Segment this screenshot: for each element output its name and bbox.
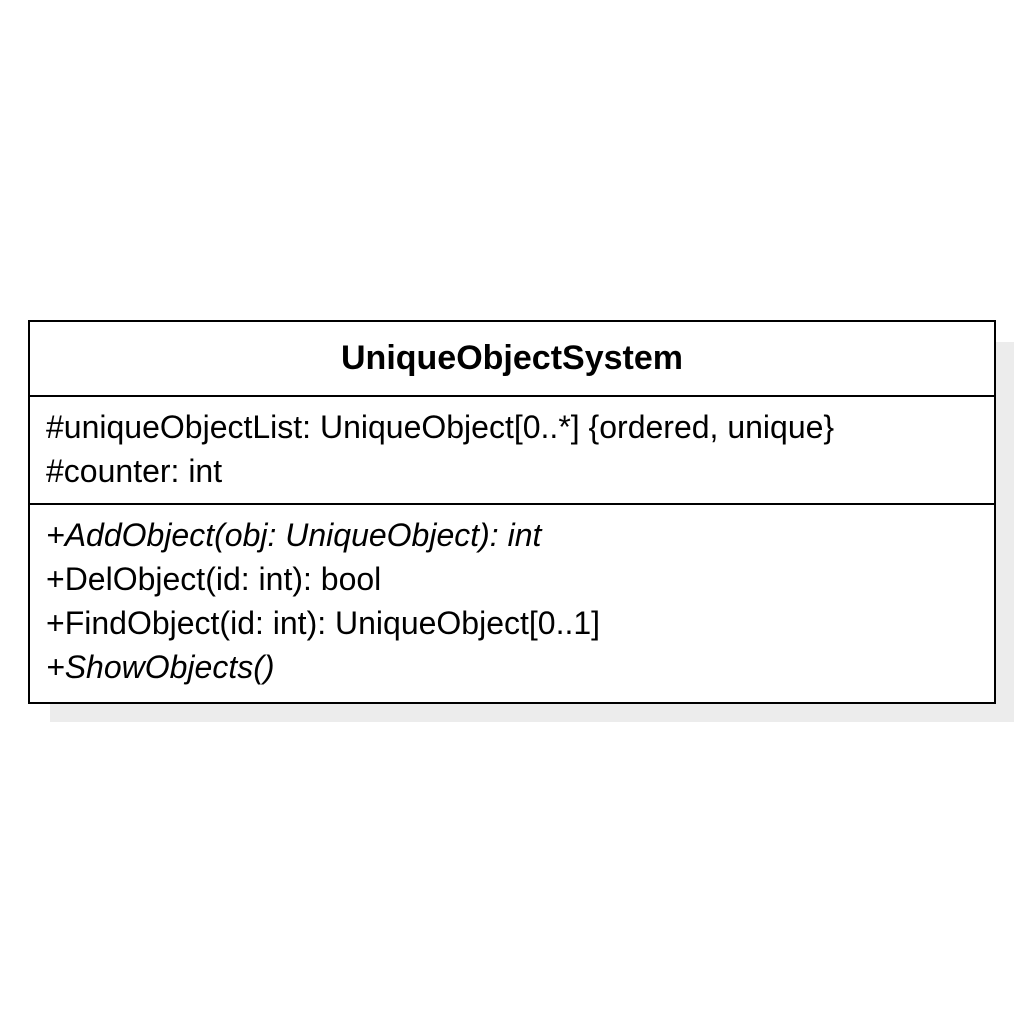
operation-show-objects: +ShowObjects() [46,649,275,685]
operation-find-object: +FindObject(id: int): UniqueObject[0..1] [46,605,601,641]
attribute-unique-object-list: #uniqueObjectList: UniqueObject[0..*] {o… [46,409,835,445]
attribute-counter: #counter: int [46,453,223,489]
operations-compartment: +AddObject(obj: UniqueObject): int +DelO… [30,505,994,689]
attributes-compartment: #uniqueObjectList: UniqueObject[0..*] {o… [30,397,994,505]
operation-del-object: +DelObject(id: int): bool [46,561,382,597]
operation-add-object: +AddObject(obj: UniqueObject): int [46,517,542,553]
class-name: UniqueObjectSystem [30,322,994,397]
uml-class-box[interactable]: UniqueObjectSystem #uniqueObjectList: Un… [28,320,996,704]
